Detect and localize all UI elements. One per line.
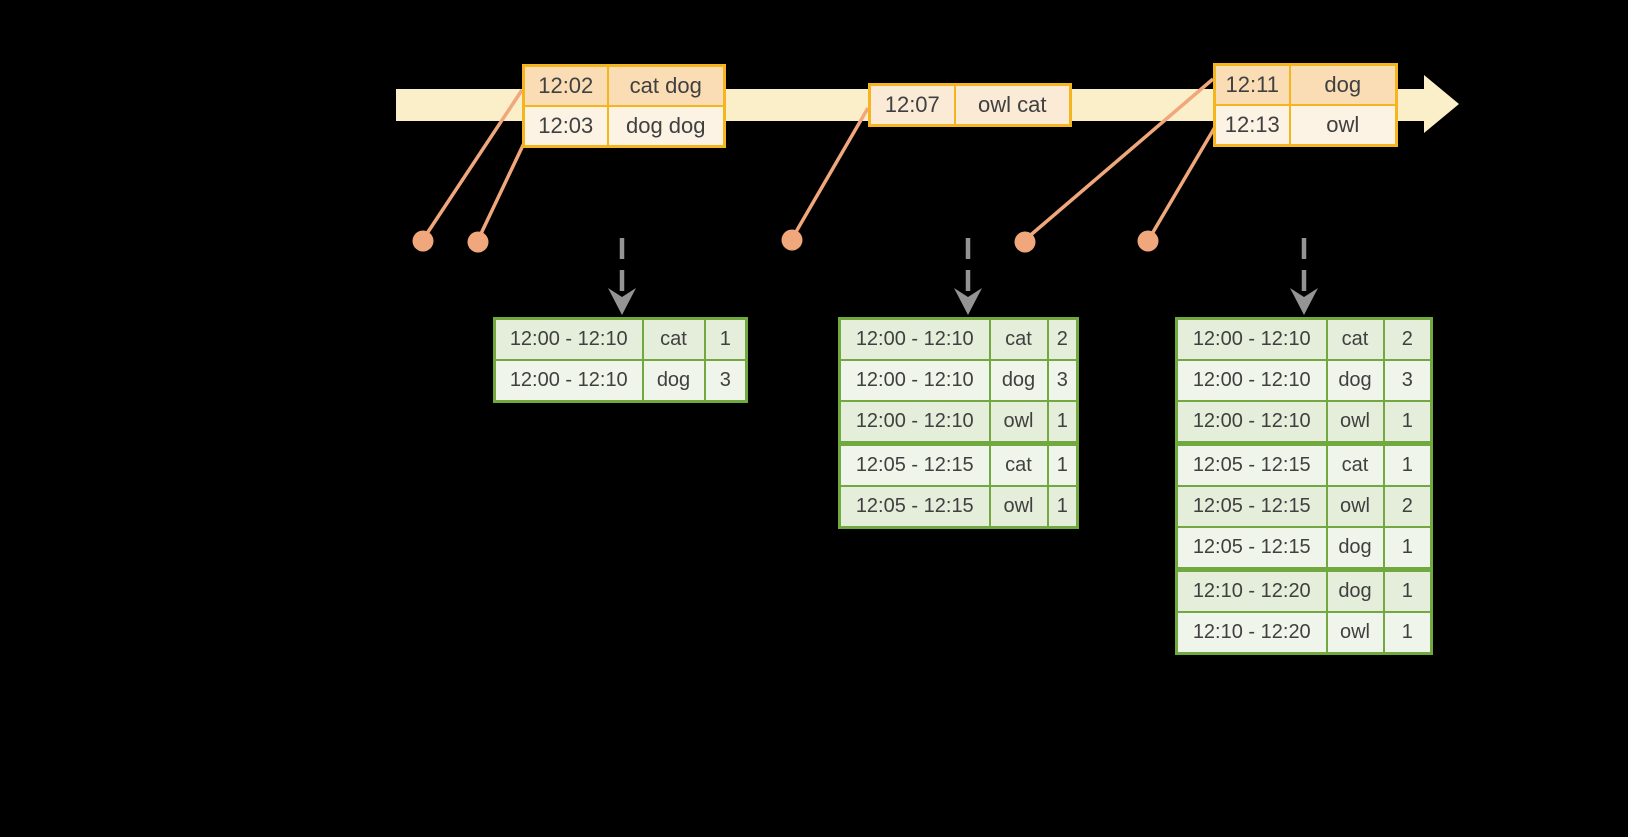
count-cell: 1 — [1046, 441, 1079, 487]
window-cell: 12:05 - 12:15 — [1175, 441, 1328, 487]
event-words-cell: cat dog — [606, 64, 726, 107]
count-cell: 1 — [1046, 485, 1079, 529]
event-dot-icon — [1014, 231, 1036, 253]
event-connectors — [422, 77, 1217, 241]
connector-line — [476, 140, 527, 241]
count-cell: 1 — [1382, 526, 1433, 571]
word-cell: cat — [988, 317, 1049, 361]
event-words-cell: dog — [1288, 63, 1398, 106]
count-cell: 1 — [1382, 611, 1433, 655]
window-cell: 12:00 - 12:10 — [1175, 400, 1328, 445]
count-cell: 1 — [1382, 441, 1433, 487]
event-dot-icon — [1137, 230, 1159, 252]
word-cell: owl — [1325, 400, 1385, 445]
word-cell: owl — [1325, 485, 1385, 528]
count-cell: 1 — [1382, 567, 1433, 613]
count-cell: 1 — [1046, 400, 1079, 445]
dashed-arrow-head-icon — [954, 288, 982, 315]
word-cell: cat — [1325, 317, 1385, 361]
word-cell: owl — [988, 400, 1049, 445]
word-cell: owl — [1325, 611, 1385, 655]
event-dot-icon — [781, 229, 803, 251]
window-cell: 12:05 - 12:15 — [1175, 526, 1328, 571]
connector-line — [1147, 126, 1217, 240]
trigger-arrows — [608, 238, 1318, 315]
count-cell: 3 — [1046, 359, 1079, 402]
word-cell: cat — [988, 441, 1049, 487]
dashed-arrow-head-icon — [608, 288, 636, 315]
count-cell: 1 — [1382, 400, 1433, 445]
window-cell: 12:00 - 12:10 — [1175, 359, 1328, 402]
event-dots — [412, 229, 1159, 253]
event-words-cell: owl cat — [953, 83, 1072, 127]
event-time-cell: 12:02 — [522, 64, 609, 107]
event-time-cell: 12:11 — [1213, 63, 1291, 106]
connector-line — [1024, 77, 1215, 241]
window-cell: 12:00 - 12:10 — [838, 400, 991, 445]
window-cell: 12:05 - 12:15 — [1175, 485, 1328, 528]
window-cell: 12:05 - 12:15 — [838, 485, 991, 529]
window-cell: 12:05 - 12:15 — [838, 441, 991, 487]
count-cell: 2 — [1382, 485, 1433, 528]
count-cell: 2 — [1382, 317, 1433, 361]
count-cell: 3 — [1382, 359, 1433, 402]
word-cell: dog — [1325, 567, 1385, 613]
count-cell: 3 — [703, 359, 748, 403]
event-words-cell: owl — [1288, 104, 1398, 147]
word-cell: cat — [641, 317, 706, 361]
event-time-cell: 12:03 — [522, 105, 609, 148]
window-cell: 12:00 - 12:10 — [493, 317, 644, 361]
word-cell: dog — [641, 359, 706, 403]
word-cell: owl — [988, 485, 1049, 529]
event-words-cell: dog dog — [606, 105, 726, 148]
count-cell: 1 — [703, 317, 748, 361]
word-cell: cat — [1325, 441, 1385, 487]
window-cell: 12:00 - 12:10 — [493, 359, 644, 403]
window-cell: 12:00 - 12:10 — [838, 317, 991, 361]
window-cell: 12:00 - 12:10 — [838, 359, 991, 402]
event-time-cell: 12:07 — [868, 83, 956, 127]
count-cell: 2 — [1046, 317, 1079, 361]
timeline-arrowhead-icon — [1424, 75, 1459, 133]
word-cell: dog — [1325, 526, 1385, 571]
connector-line — [791, 107, 870, 238]
dashed-arrow-head-icon — [1290, 288, 1318, 315]
connector-line — [422, 89, 524, 239]
window-cell: 12:10 - 12:20 — [1175, 567, 1328, 613]
event-dot-icon — [467, 231, 489, 253]
window-cell: 12:10 - 12:20 — [1175, 611, 1328, 655]
event-dot-icon — [412, 230, 434, 252]
word-cell: dog — [988, 359, 1049, 402]
window-cell: 12:00 - 12:10 — [1175, 317, 1328, 361]
event-time-cell: 12:13 — [1213, 104, 1291, 147]
word-cell: dog — [1325, 359, 1385, 402]
